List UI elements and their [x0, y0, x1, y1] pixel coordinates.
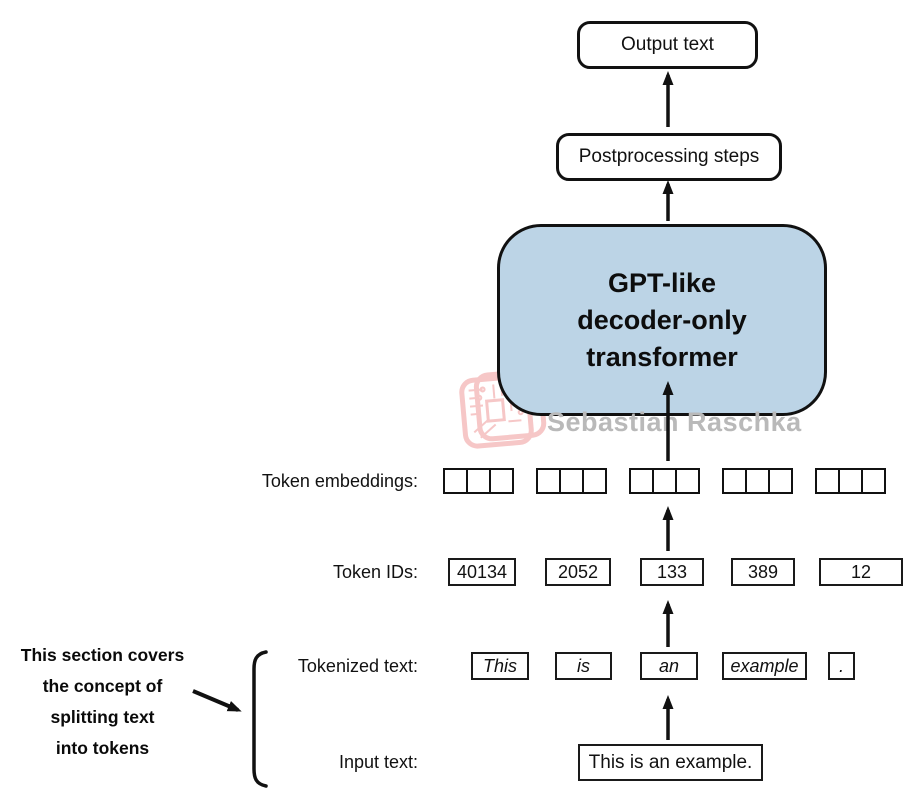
- input-text-value: This is an example.: [588, 751, 753, 773]
- embedding-cell: [536, 468, 561, 494]
- token-id-box: 389: [731, 558, 795, 586]
- token-embeddings-row-label: Token embeddings:: [261, 471, 418, 491]
- input-text-row-label: Input text:: [338, 752, 418, 772]
- embedding-cell: [768, 468, 793, 494]
- embedding-cell: [838, 468, 863, 494]
- embedding-vector: [629, 468, 700, 494]
- embedding-cell: [629, 468, 654, 494]
- embedding-vector: [722, 468, 793, 494]
- embedding-cell: [559, 468, 584, 494]
- embedding-cell: [443, 468, 468, 494]
- output-text-box: Output text: [577, 21, 758, 69]
- embedding-vector: [815, 468, 886, 494]
- watermark-author-text: Sebastian Raschka: [547, 407, 802, 437]
- embedding-cell: [745, 468, 770, 494]
- embedding-cell: [861, 468, 886, 494]
- embedding-cell: [466, 468, 491, 494]
- token-id-box: 12: [819, 558, 903, 586]
- embedding-vector: [536, 468, 607, 494]
- token-box: .: [828, 652, 855, 680]
- embedding-cell: [675, 468, 700, 494]
- token-id-box: 2052: [545, 558, 611, 586]
- postprocessing-label: Postprocessing steps: [578, 146, 760, 167]
- token-id-box: 40134: [448, 558, 516, 586]
- transformer-label: GPT-like decoder-only transformer: [577, 267, 747, 372]
- embedding-cell: [582, 468, 607, 494]
- token-id-box: 133: [640, 558, 704, 586]
- postprocessing-box: Postprocessing steps: [556, 133, 782, 181]
- tokenized-text-row-label: Tokenized text:: [297, 656, 418, 676]
- input-text-box: This is an example.: [578, 744, 763, 781]
- token-box: This: [471, 652, 529, 680]
- token-box: is: [555, 652, 612, 680]
- token-box: an: [640, 652, 698, 680]
- embedding-cell: [652, 468, 677, 494]
- embedding-cell: [489, 468, 514, 494]
- section-annotation: This section covers the concept of split…: [20, 645, 185, 758]
- embedding-cell: [815, 468, 840, 494]
- output-text-label: Output text: [621, 34, 714, 55]
- transformer-box: GPT-like decoder-only transformer: [497, 224, 827, 416]
- token-box: example: [722, 652, 807, 680]
- embedding-vector: [443, 468, 514, 494]
- embedding-cell: [722, 468, 747, 494]
- token-ids-row-label: Token IDs:: [332, 562, 418, 582]
